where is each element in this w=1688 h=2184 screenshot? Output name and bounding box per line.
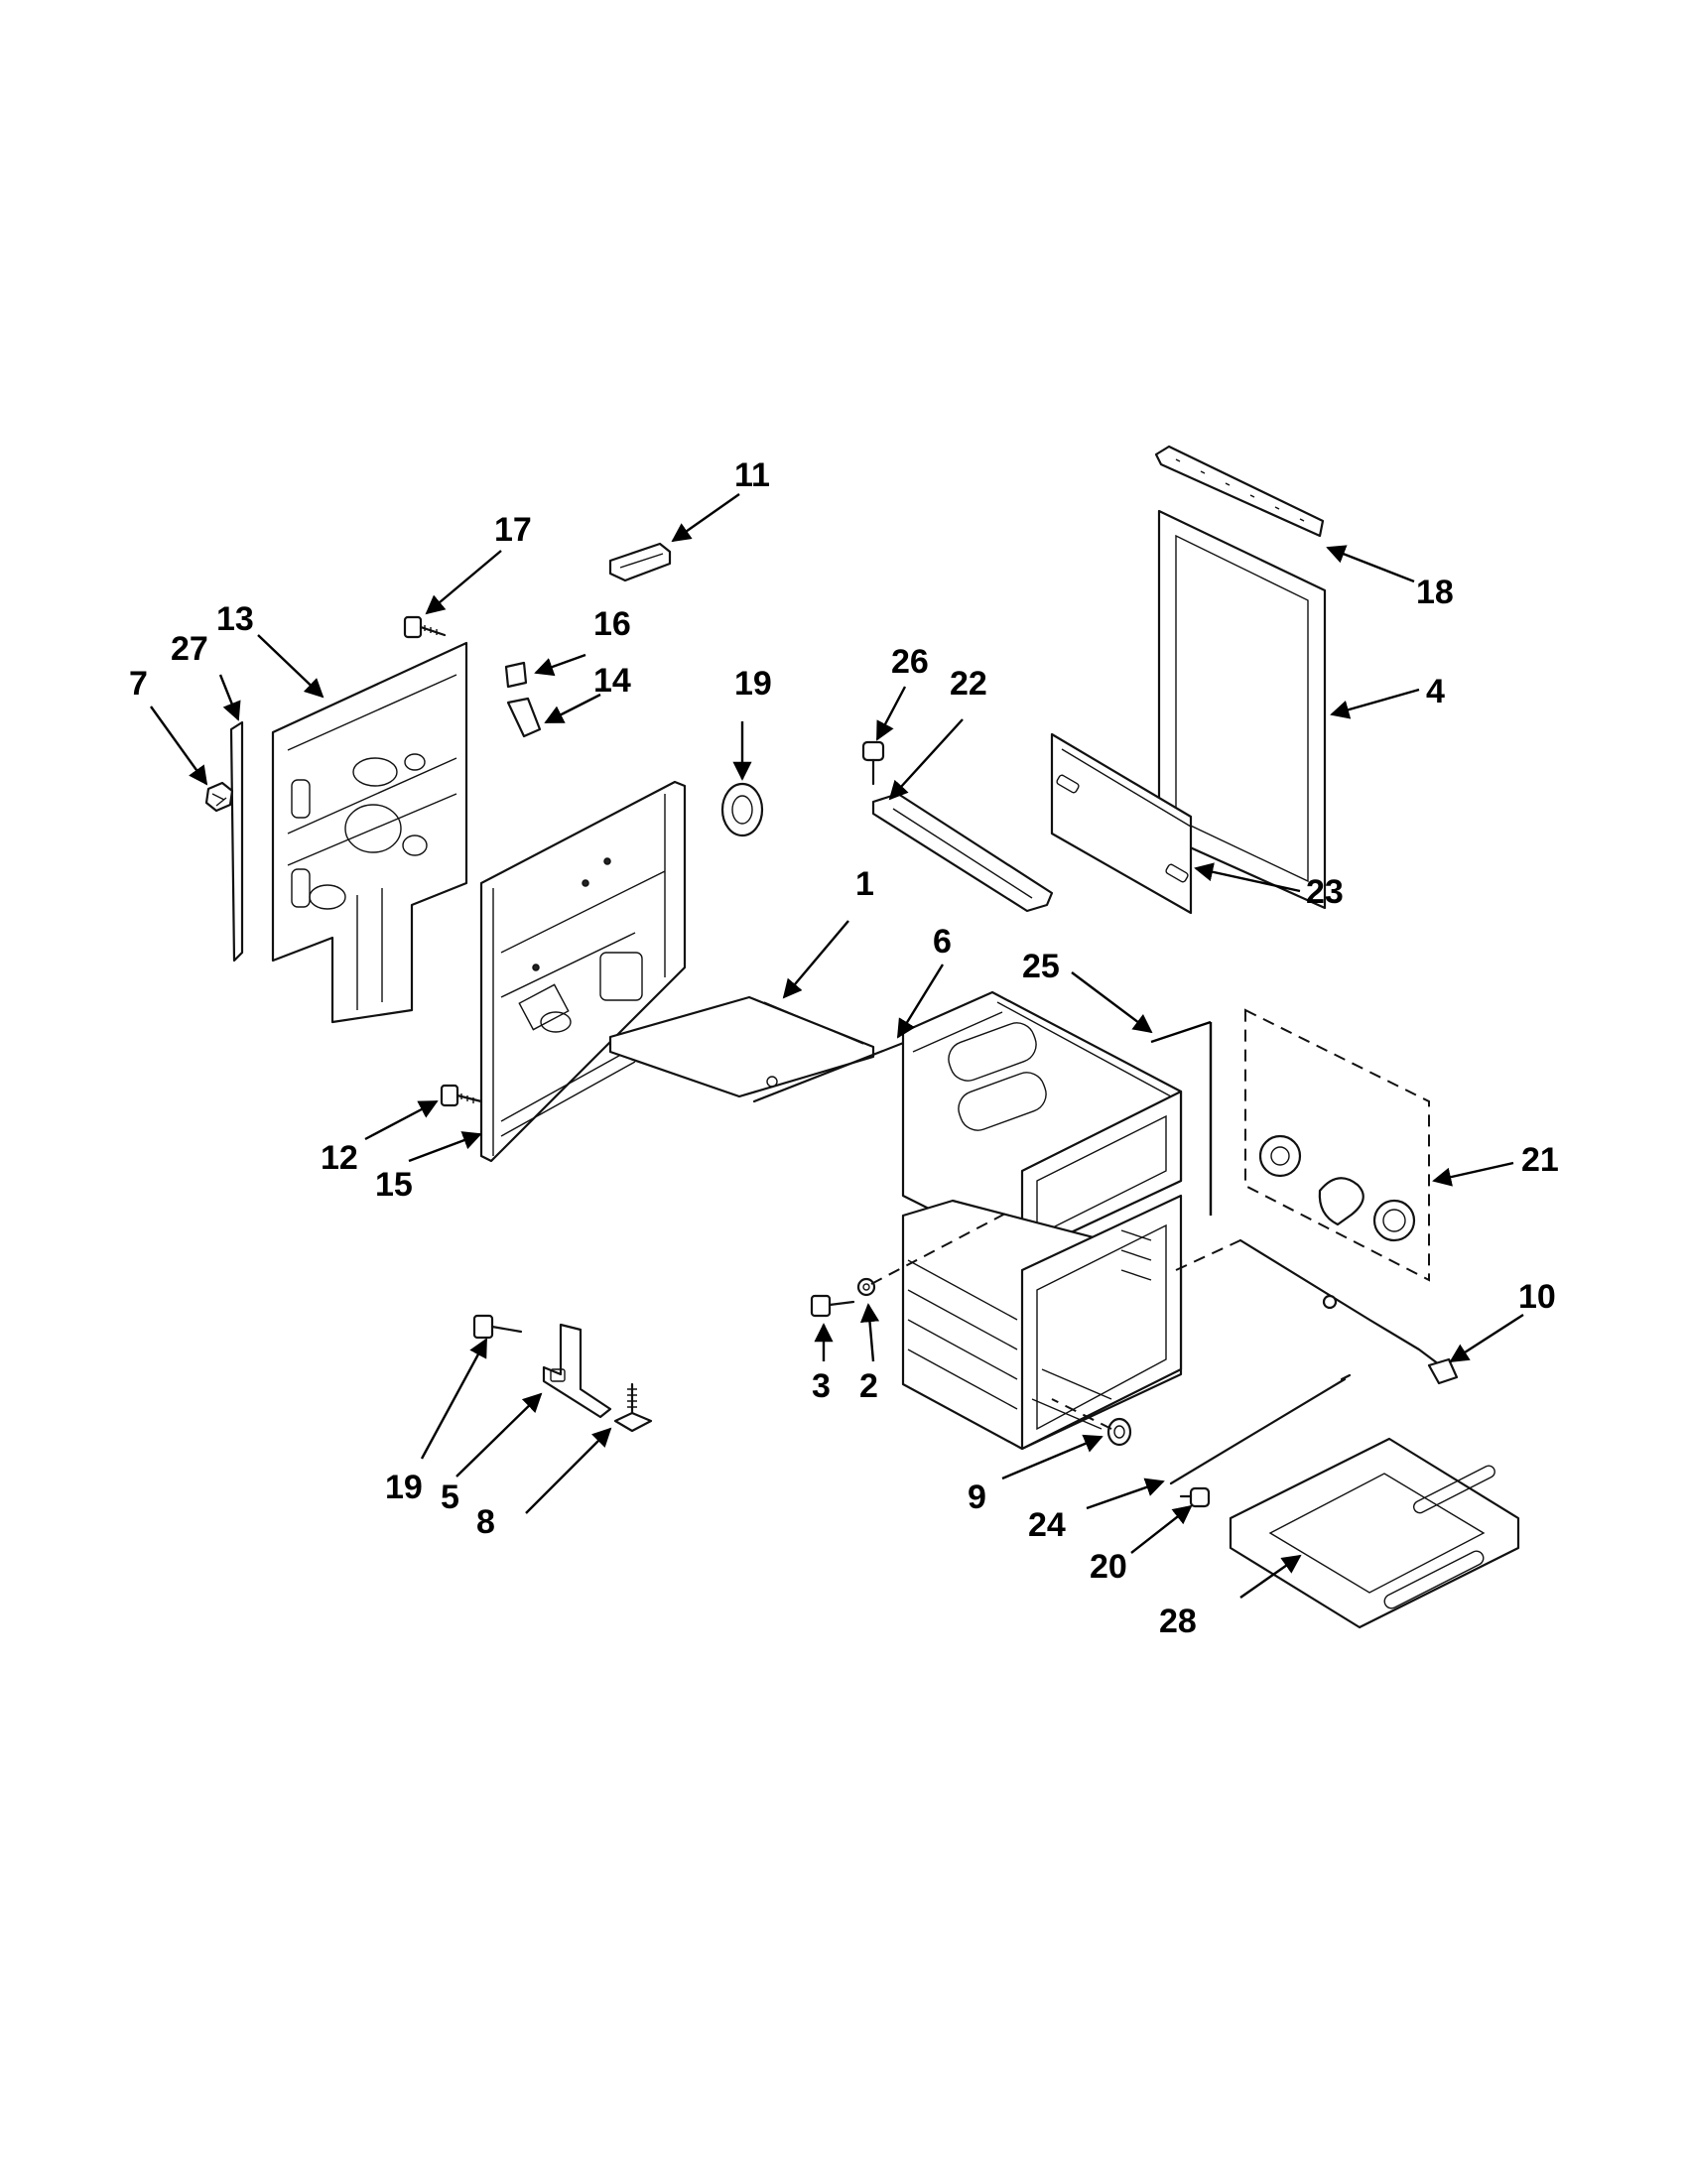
callout-19-top: 19 <box>734 665 772 703</box>
part-4-door-frame <box>1157 509 1327 910</box>
callout-15: 15 <box>375 1166 413 1204</box>
part-21-light-assembly <box>1244 1008 1430 1282</box>
part-1-bottom-panel <box>608 995 875 1098</box>
part-26-screw <box>861 740 885 786</box>
part-22-bracket <box>871 792 1054 913</box>
part-6-rod <box>752 1038 913 1103</box>
part-17-screw <box>403 615 447 639</box>
callout-24: 24 <box>1028 1506 1066 1544</box>
callout-11: 11 <box>734 456 770 494</box>
part-19-screw <box>472 1314 523 1340</box>
callout-18: 18 <box>1416 574 1454 611</box>
part-24-wire <box>1169 1373 1352 1485</box>
part-5-bracket <box>542 1323 612 1419</box>
callout-labels: 1 2 3 4 5 6 7 8 9 10 11 12 13 14 15 16 1… <box>129 456 1559 1640</box>
callout-19-bottom: 19 <box>385 1469 423 1506</box>
callout-10: 10 <box>1518 1278 1556 1316</box>
callout-17: 17 <box>494 511 532 549</box>
callout-4: 4 <box>1426 673 1445 710</box>
part-27-rod <box>229 720 244 963</box>
part-28-tray <box>1229 1437 1520 1629</box>
part-20-screw <box>1179 1486 1211 1508</box>
part-7-clip <box>204 781 234 813</box>
part-13-rear-panel <box>271 641 468 1024</box>
part-2-washer <box>856 1277 876 1297</box>
callout-21: 21 <box>1521 1141 1559 1179</box>
callout-28: 28 <box>1159 1603 1197 1640</box>
part-8-leg <box>613 1382 653 1433</box>
callout-27: 27 <box>171 630 208 668</box>
callout-2: 2 <box>859 1367 878 1405</box>
part-11-bracket <box>608 542 672 582</box>
callout-22: 22 <box>950 665 987 703</box>
callout-16: 16 <box>593 605 631 643</box>
part-25-oven-cavities <box>901 990 1213 1451</box>
callout-1: 1 <box>855 865 874 903</box>
callout-14: 14 <box>593 662 631 700</box>
part-10-sensor <box>1175 1238 1459 1385</box>
part-18-trim <box>1154 445 1325 538</box>
part-15-center-panel <box>479 780 687 1163</box>
callout-20: 20 <box>1090 1548 1127 1586</box>
part-3-screw <box>810 1294 855 1318</box>
callout-5: 5 <box>441 1478 459 1516</box>
part-9-plug <box>1106 1417 1132 1447</box>
leader-lines <box>150 493 1524 1599</box>
callout-9: 9 <box>968 1478 986 1516</box>
part-16-clip <box>504 661 528 689</box>
part-2-guide-line <box>870 1212 1008 1285</box>
callout-3: 3 <box>812 1367 831 1405</box>
part-14-bracket <box>506 697 542 738</box>
part-12-screw <box>440 1084 483 1107</box>
callout-23: 23 <box>1306 873 1344 911</box>
callout-7: 7 <box>129 665 148 703</box>
part-19-grommet <box>720 782 764 837</box>
part-9-guide-line <box>1051 1398 1112 1430</box>
callout-6: 6 <box>933 923 952 961</box>
callout-25: 25 <box>1022 948 1060 985</box>
callout-8: 8 <box>476 1503 495 1541</box>
callout-13: 13 <box>216 600 254 638</box>
part-23-panel <box>1050 732 1193 915</box>
callout-26: 26 <box>891 643 929 681</box>
callout-12: 12 <box>321 1139 358 1177</box>
